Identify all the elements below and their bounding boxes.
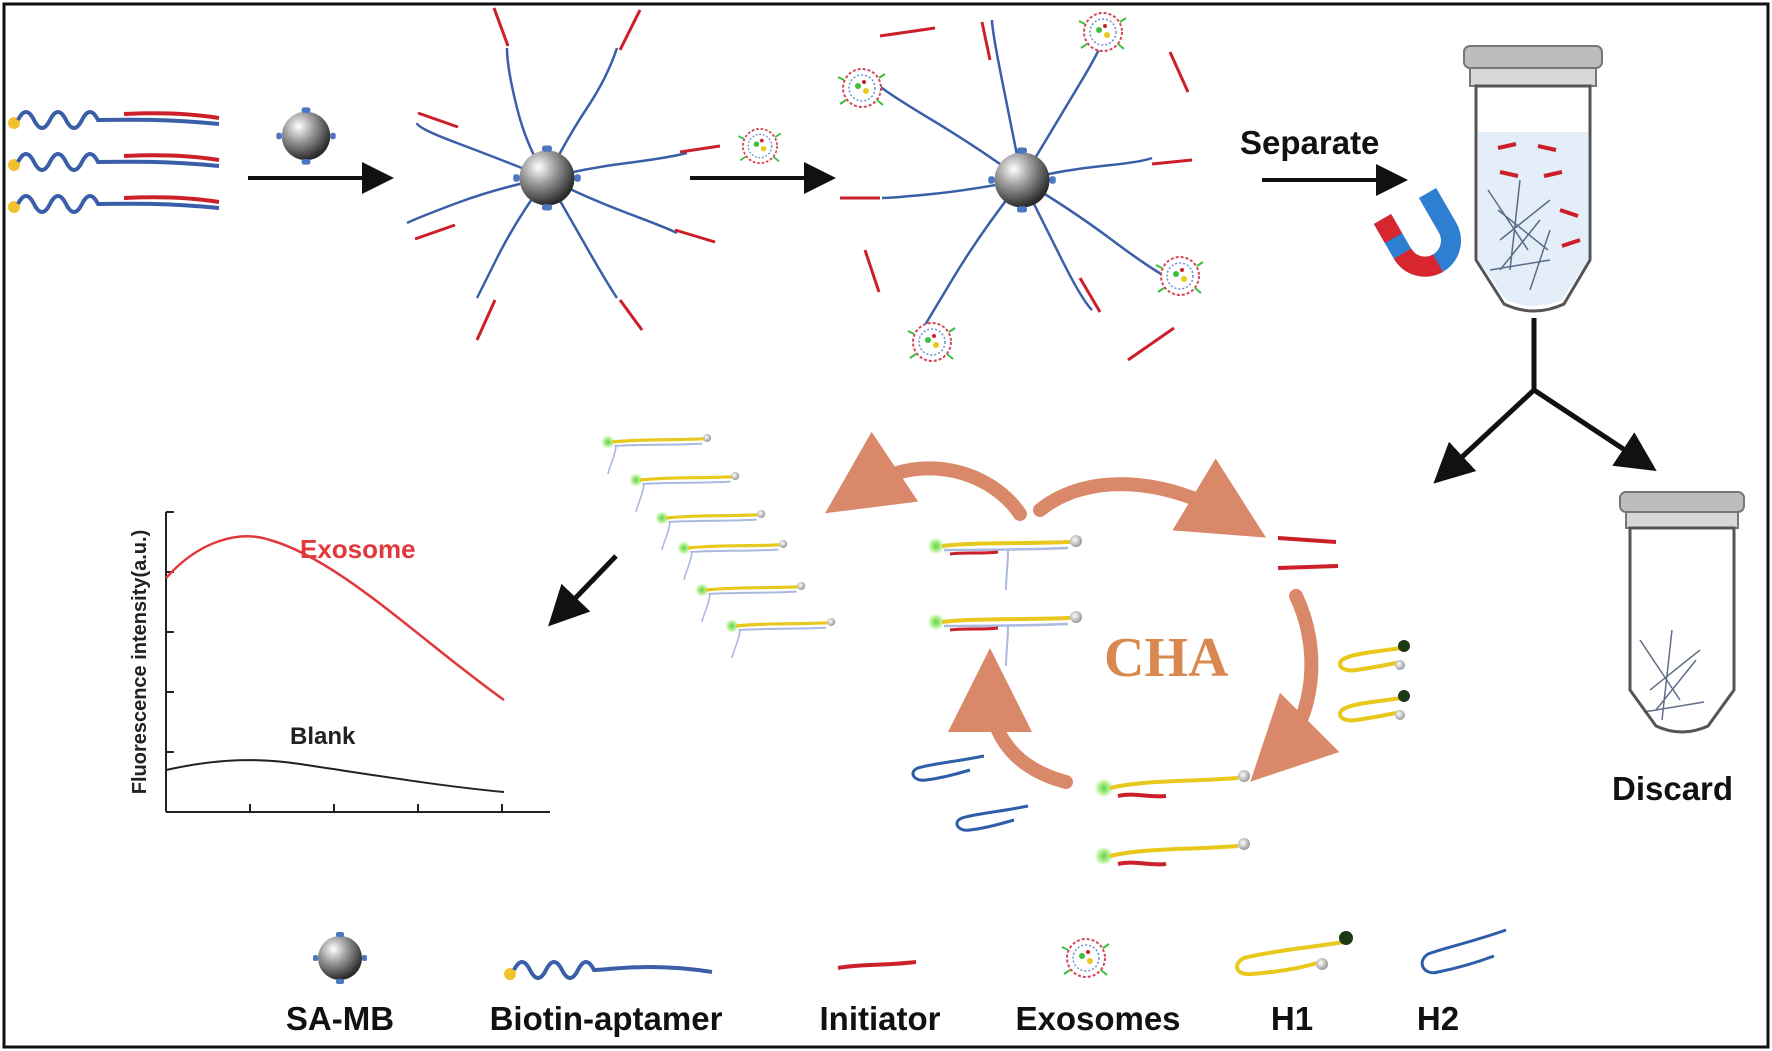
legend-icon-exosomes <box>1061 938 1110 978</box>
exosome-curve <box>165 535 505 702</box>
legend-icon-initiator <box>837 960 917 970</box>
cha-cycle: CHA <box>825 431 1412 867</box>
bead-aptamer-complex <box>406 7 721 341</box>
legend-label-sa-mb: SA-MB <box>286 1000 394 1037</box>
legend-label-exosomes: Exosomes <box>1015 1000 1180 1037</box>
cha-label: CHA <box>1104 627 1229 689</box>
arrow-to-plot <box>548 554 618 627</box>
h1-h2-products <box>599 432 837 660</box>
legend-icon-h2 <box>1420 928 1507 975</box>
exosome-icon <box>737 127 782 165</box>
tube-supernatant <box>1463 45 1603 313</box>
magnetic-bead-icon <box>276 107 336 165</box>
legend-icon-h1 <box>1235 931 1353 977</box>
legend-label-h1: H1 <box>1271 1000 1313 1037</box>
legend-icon-biotin-aptamer <box>504 960 713 980</box>
split-arrows <box>1433 318 1657 484</box>
separate-label: Separate <box>1240 124 1379 161</box>
blank-curve <box>165 759 505 793</box>
released-initiators <box>863 26 1190 362</box>
legend: SA-MB Biotin-aptamer Initiator Exosomes … <box>286 928 1507 1037</box>
legend-icon-sa-mb <box>313 932 367 984</box>
blank-curve-label: Blank <box>290 723 356 750</box>
aptamer-duplex-group <box>8 110 220 214</box>
tube-discard <box>1619 491 1745 734</box>
legend-label-biotin-aptamer: Biotin-aptamer <box>490 1000 723 1037</box>
fluorescence-plot: Exosome Blank Fluorescence intensity(a.u… <box>129 511 550 813</box>
y-axis-label: Fluorescence intensity(a.u.) <box>129 530 151 795</box>
legend-label-initiator: Initiator <box>820 1000 941 1037</box>
bead-exosome-complex <box>837 12 1204 362</box>
y-ticks <box>166 511 174 753</box>
magnet-icon <box>1373 188 1461 277</box>
discard-label: Discard <box>1612 770 1733 807</box>
exosome-curve-label: Exosome <box>300 534 416 564</box>
legend-label-h2: H2 <box>1417 1000 1459 1037</box>
x-ticks <box>249 804 503 812</box>
